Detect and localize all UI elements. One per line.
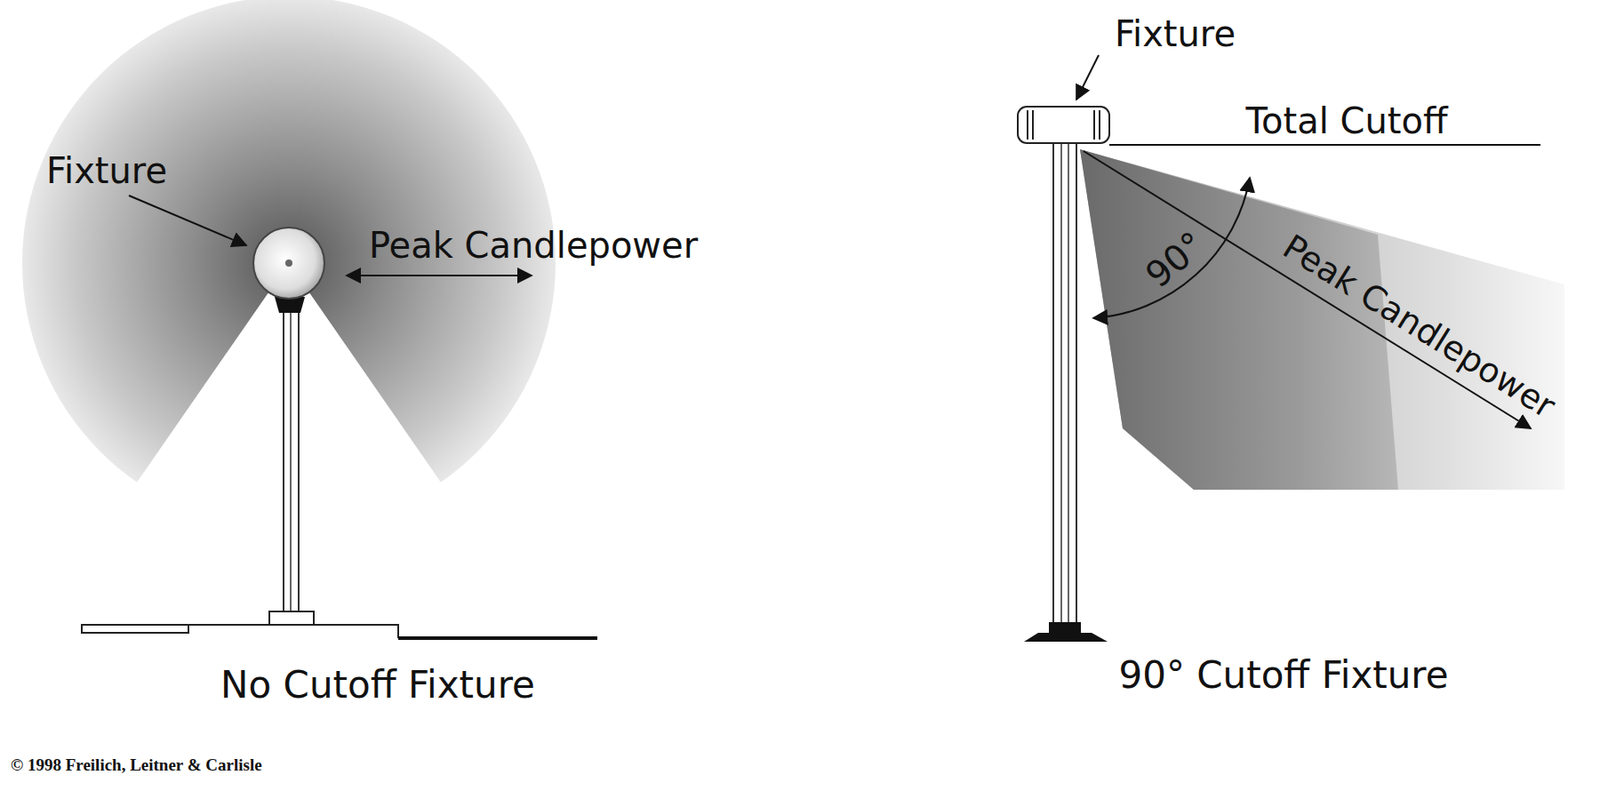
pole [283, 306, 299, 614]
fixture-line [1026, 110, 1029, 140]
fixture-line [1098, 110, 1101, 140]
leader-arrow [128, 195, 247, 246]
light-beam [1080, 149, 1399, 490]
cutoff-line [1109, 144, 1541, 146]
leader-arrow [1076, 55, 1099, 100]
fixture-line [1032, 110, 1034, 140]
dark-wedge [17, 263, 560, 655]
pole-collar [1048, 622, 1081, 633]
peak-candlepower-arrow [1083, 151, 1531, 429]
road-line [398, 636, 598, 640]
pole-line [1067, 143, 1070, 632]
callout-label: Fixture [1114, 14, 1236, 54]
callout-label: Fixture [46, 151, 168, 191]
figure-caption: 90° Cutoff Fixture [1118, 655, 1448, 696]
figure-caption: No Cutoff Fixture [220, 664, 536, 706]
shoebox-fixture [1017, 106, 1110, 144]
pole-base [1024, 632, 1108, 642]
cutoff-label: Total Cutoff [1245, 101, 1448, 141]
light-spill [1080, 149, 1565, 490]
curb [81, 624, 189, 633]
pole-line [1060, 143, 1063, 632]
pole [1053, 143, 1077, 632]
angle-arc [1093, 177, 1250, 319]
dimension-label: Peak Candlepower [368, 225, 698, 265]
ground-step [188, 624, 399, 639]
pole-footing [269, 611, 314, 625]
fixture-line [1093, 110, 1096, 140]
dimension-arrow [346, 274, 532, 277]
globe-fixture [253, 227, 325, 299]
pole-line [289, 306, 292, 614]
copyright-note: © 1998 Freilich, Leitner & Carlisle [10, 756, 263, 776]
lamp-dot [285, 259, 293, 267]
